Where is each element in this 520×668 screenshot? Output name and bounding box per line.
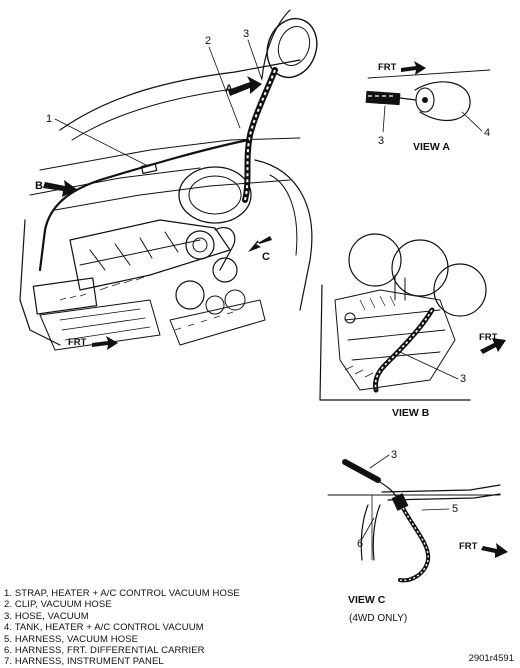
view-c-title: VIEW C [348,594,386,606]
legend-item: 1. STRAP, HEATER + A/C CONTROL VACUUM HO… [4,588,240,599]
view-a-detail: FRT 3 4 VIEW A [365,61,491,153]
view-c-note: (4WD ONLY) [349,613,407,624]
legend-item: 5. HARNESS, VACUUM HOSE [4,633,139,645]
legend-item: 2. CLIP, VACUUM HOSE [4,599,112,611]
view-b-detail: FRT 3 VIEW B [319,233,506,419]
legend-item: 3. HOSE, VACUUM [4,610,89,622]
legend-item: 4. TANK, HEATER + A/C CONTROL VACUUM [4,622,204,634]
view-c-direction-arrow: C [248,236,272,263]
arrow-label-a: A [225,83,233,95]
callout-2-number: 2 [205,35,211,47]
legend-item: 6. HARNESS, FRT. DIFFERENTIAL CARRIER [4,645,205,657]
callout-3-view-b-number: 3 [460,373,466,385]
view-a-title: VIEW A [413,141,450,153]
arrow-label-c: C [262,251,270,263]
legend-item: 7. HARNESS, INSTRUMENT PANEL [4,656,164,668]
main-frt-arrow: FRT [68,336,118,350]
parts-legend: 1. STRAP, HEATER + A/C CONTROL VACUUM HO… [4,588,240,668]
callout-3-main-number: 3 [243,28,249,40]
view-b-frt-label: FRT [479,332,498,343]
callout-3-main: 3 [243,28,263,81]
figure-code: 2901r4591 [468,653,514,664]
callout-5-number: 5 [452,503,458,515]
main-frt-label: FRT [68,337,87,348]
view-c-frt-label: FRT [459,541,478,552]
callout-3-view-c-number: 3 [391,449,397,461]
callout-3-view-a-number: 3 [378,135,384,147]
callout-1: 1 [46,113,149,167]
view-b-direction-arrow: B [35,180,78,197]
view-a-direction-arrow: A [225,76,262,96]
view-b-title: VIEW B [392,407,430,419]
callout-2: 2 [205,35,241,129]
arrow-label-b: B [35,180,43,192]
engine-compartment-illustration [19,9,318,351]
callout-4-number: 4 [484,127,490,139]
callout-6-number: 6 [357,538,363,550]
callout-1-number: 1 [46,113,52,125]
view-a-frt-label: FRT [378,62,397,73]
view-c-detail: 3 5 6 FRT VIEW C (4WD ONLY) [327,449,508,624]
